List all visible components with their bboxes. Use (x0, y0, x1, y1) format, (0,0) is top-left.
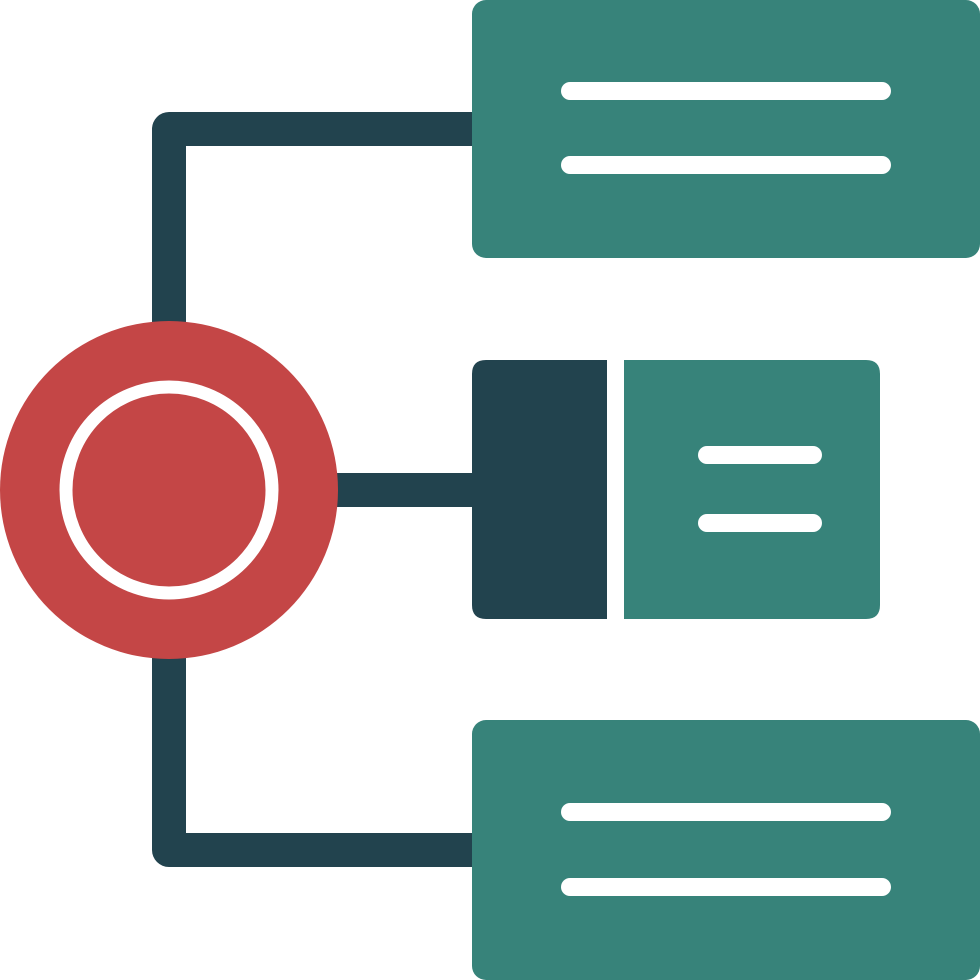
middle-card-body (624, 360, 880, 619)
middle-card (472, 360, 880, 619)
root-node (0, 321, 338, 659)
top-card (472, 0, 980, 258)
connector-top (152, 112, 478, 330)
middle-card-tab (472, 360, 607, 619)
bottom-card (472, 720, 980, 980)
connectors (152, 112, 478, 867)
root-node-ring (59, 380, 279, 600)
bottom-card-body (472, 720, 980, 980)
connector-bottom (152, 650, 478, 867)
top-card-body (472, 0, 980, 258)
root-node-disc (0, 321, 338, 659)
